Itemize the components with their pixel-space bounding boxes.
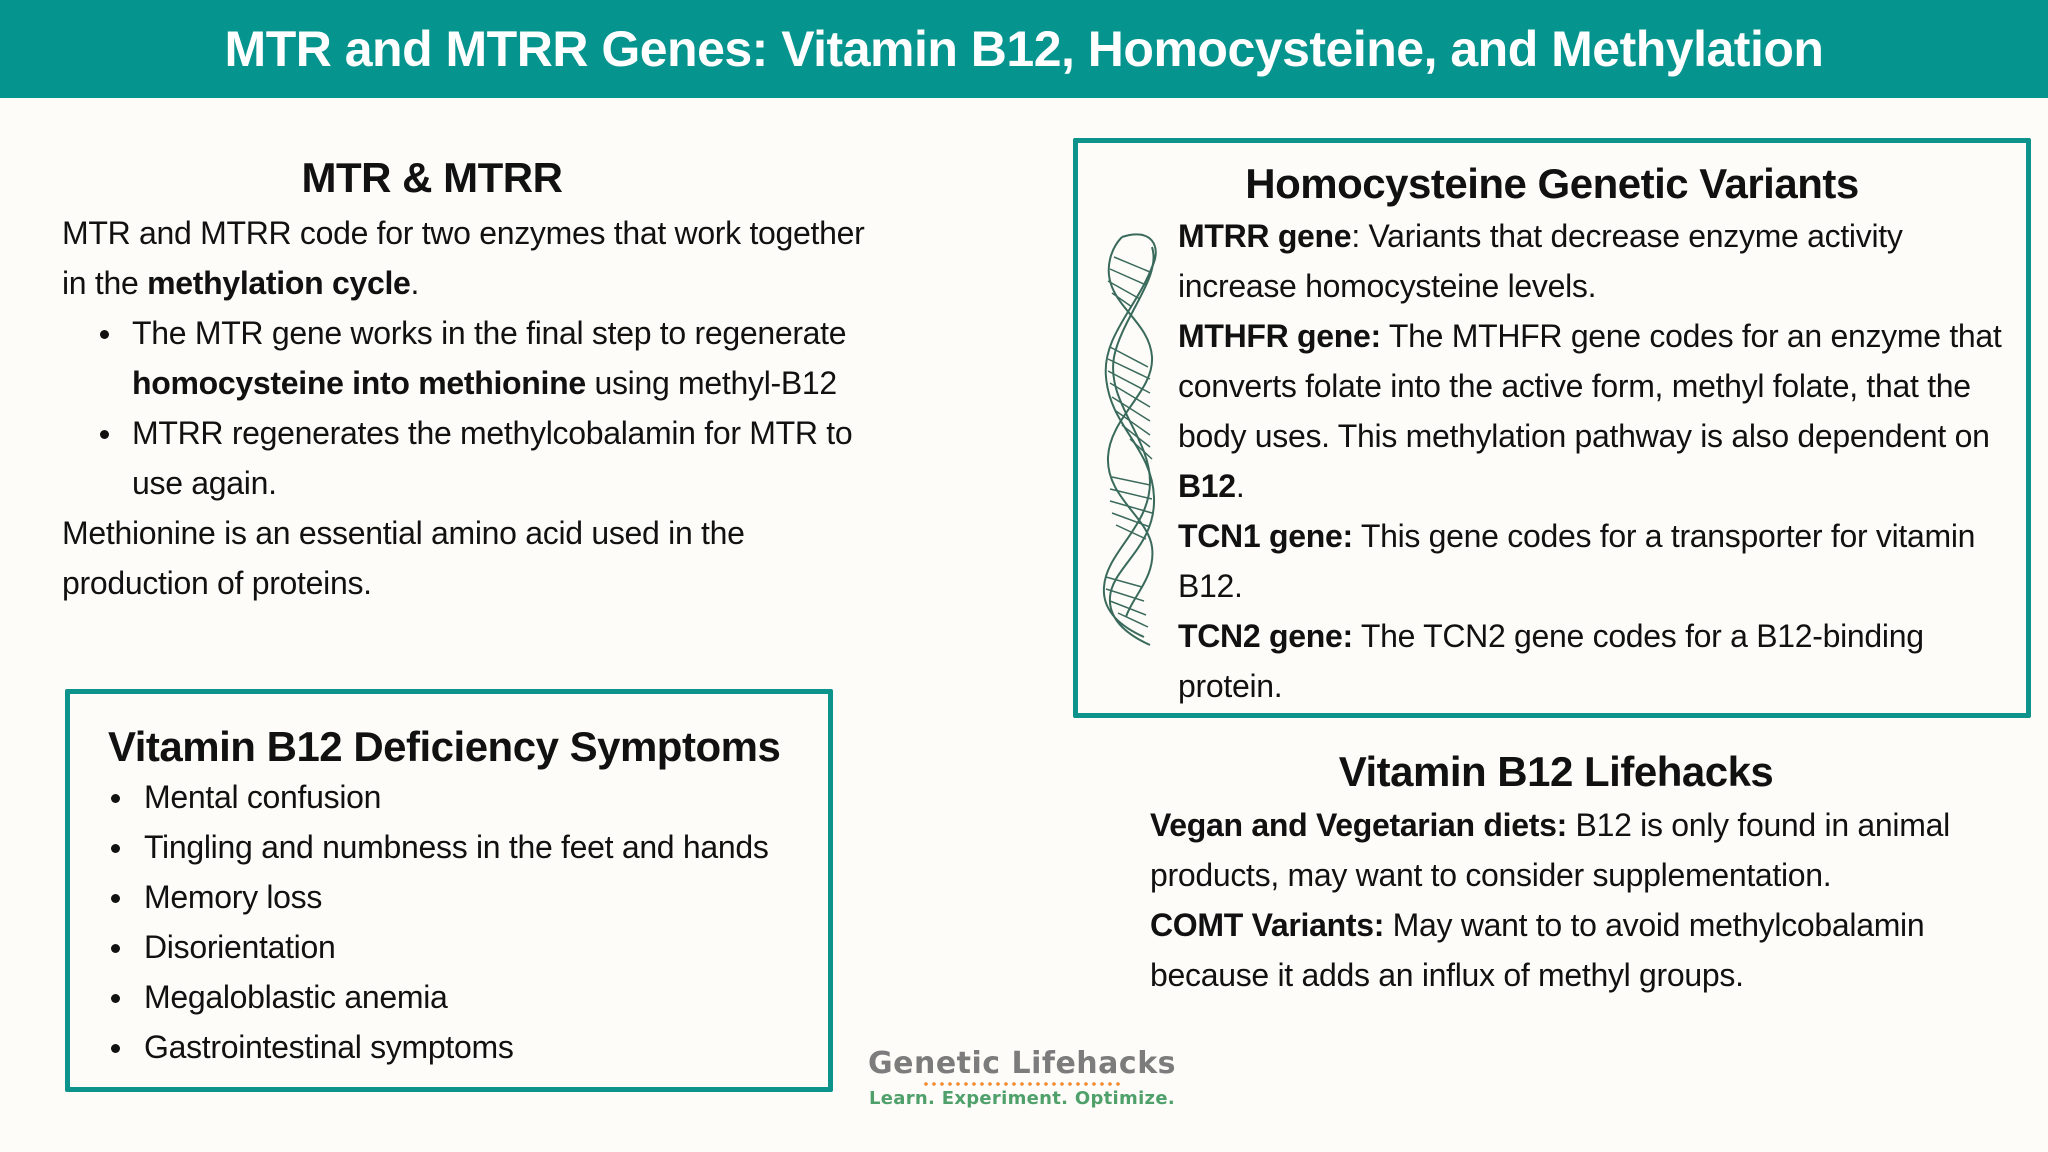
dna-helix-icon [1102,233,1157,646]
symptom-item: Mental confusion [108,772,828,822]
symptom-item: Gastrointestinal symptoms [108,1022,828,1072]
lifehack-entry: Vegan and Vegetarian diets: B12 is only … [1150,800,2030,900]
logo-name: Genetic Lifehacks [867,1046,1177,1081]
lifehack-text: B12 is only found in animal products, ma… [1150,807,1950,893]
header-banner: MTR and MTRR Genes: Vitamin B12, Homocys… [0,0,2048,98]
lifehacks-title: Vitamin B12 Lifehacks [1338,748,1774,795]
lifehacks-content: Vegan and Vegetarian diets: B12 is only … [1150,800,2030,1000]
variant-label: MTHFR gene: [1178,318,1381,354]
b12-deficiency-box: Vitamin B12 Deficiency Symptoms Mental c… [65,689,833,1092]
mtr-intro-bold: methylation cycle [147,265,411,301]
variants-content: MTRR gene: Variants that decrease enzyme… [1178,211,2018,711]
logo-dots-divider [922,1081,1122,1087]
b12-lifehacks-section: Vitamin B12 Lifehacks Vegan and Vegetari… [1150,744,2030,1000]
mtr-closing: Methionine is an essential amino acid us… [62,515,745,601]
mtr-bullet: MTRR regenerates the methylcobalamin for… [100,408,882,508]
variant-entry-tcn1: TCN1 gene: This gene codes for a transpo… [1178,511,2018,611]
deficiency-title: Vitamin B12 Deficiency Symptoms [108,723,781,770]
variants-title: Homocysteine Genetic Variants [1245,160,1859,207]
bullet-suffix: using methyl-B12 [585,365,837,401]
variant-text: The MTHFR gene codes for an enzyme that … [1178,318,2002,454]
bullet-text: The MTR gene works in the final step to … [132,315,847,351]
lifehack-label: Vegan and Vegetarian diets: [1150,807,1567,843]
variant-text: This gene codes for a transporter for vi… [1178,518,1976,604]
variant-entry-mthfr: MTHFR gene: The MTHFR gene codes for an … [1178,311,2018,511]
variant-entry-tcn2: TCN2 gene: The TCN2 gene codes for a B12… [1178,611,2018,711]
lifehack-text: May want to to avoid methylcobalamin bec… [1150,907,1925,993]
lifehack-label: COMT Variants: [1150,907,1385,943]
mtr-mtrr-title: MTR & MTRR [301,154,563,201]
variant-label: TCN1 gene: [1178,518,1353,554]
symptom-list: Mental confusion Tingling and numbness i… [108,772,828,1072]
symptom-item: Disorientation [108,922,828,972]
variant-sep [1353,618,1361,654]
mtr-bullet-list: The MTR gene works in the final step to … [62,308,882,508]
symptom-item: Megaloblastic anemia [108,972,828,1022]
variant-tail: . [1235,468,1245,504]
variant-sep [1381,318,1389,354]
variant-label: TCN2 gene: [1178,618,1353,654]
symptom-item: Tingling and numbness in the feet and ha… [108,822,828,872]
bullet-text: MTRR regenerates the methylcobalamin for… [132,415,853,501]
variant-text: Variants that decrease enzyme activity i… [1178,218,1903,304]
lifehack-entry: COMT Variants: May want to to avoid meth… [1150,900,2030,1000]
bullet-bold: homocysteine into methionine [132,365,586,401]
genetic-lifehacks-logo: Genetic Lifehacks Learn. Experiment. Opt… [852,1047,1192,1111]
variant-text: The TCN2 gene codes for a B12-binding pr… [1178,618,1924,704]
variant-label: MTRR gene [1178,218,1352,254]
variant-bold-tail: B12 [1178,468,1236,504]
mtr-mtrr-section: MTR & MTRR MTR and MTRR code for two enz… [62,150,882,608]
mtr-bullet: The MTR gene works in the final step to … [100,308,882,408]
mtr-intro-suffix: . [410,265,420,301]
variant-sep [1353,518,1361,554]
logo-tagline: Learn. Experiment. Optimize. [869,1088,1175,1109]
variant-sep: : [1351,218,1369,254]
homocysteine-variants-box: Homocysteine Genetic Variants MTRR gene:… [1073,138,2031,718]
variant-entry-mtrr: MTRR gene: Variants that decrease enzyme… [1178,211,2018,311]
symptom-item: Memory loss [108,872,828,922]
mtr-intro-text: MTR and MTRR code for two enzymes that w… [62,215,865,301]
page-title: MTR and MTRR Genes: Vitamin B12, Homocys… [224,21,1824,77]
mtr-intro: MTR and MTRR code for two enzymes that w… [62,208,882,308]
